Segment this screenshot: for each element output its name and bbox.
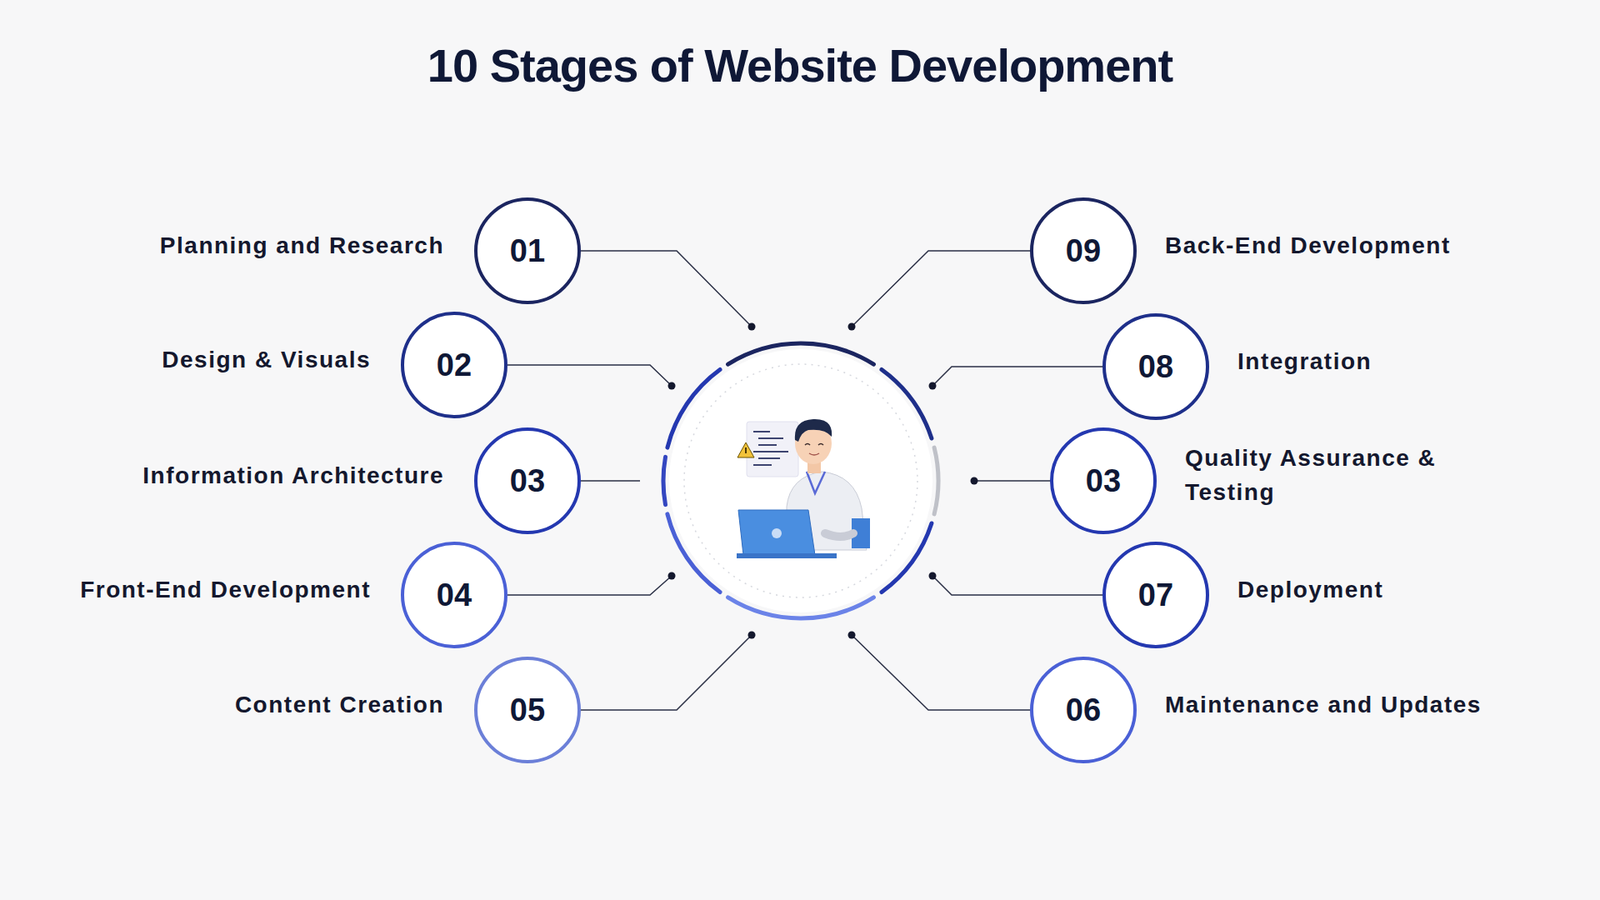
stage-circle: 05Content Creation (474, 656, 581, 764)
stage-circle: 01Planning and Research (474, 197, 581, 305)
stage-label: Quality Assurance & Testing (1185, 441, 1469, 510)
stage-number: 06 (1033, 660, 1134, 760)
leader-dots (668, 323, 979, 640)
developer-illustration (736, 419, 870, 559)
stage-circle: 08Integration (1102, 313, 1210, 420)
stage-number: 05 (477, 660, 578, 760)
title: 10 Stages of Website Development (0, 38, 1600, 93)
stage-label: Planning and Research (160, 229, 445, 264)
stage-circle: 03Information Architecture (474, 427, 581, 535)
stage-number: 07 (1105, 545, 1206, 645)
stage-number: 04 (404, 545, 505, 645)
center-ring (663, 343, 939, 619)
stage-label: Integration (1237, 345, 1372, 380)
stage-circle: 09Back-End Development (1030, 197, 1137, 305)
stage-number: 01 (477, 200, 578, 301)
center-disc (669, 349, 933, 613)
ring-arc (663, 456, 666, 505)
stage-number: 02 (404, 315, 505, 415)
stage-label: Content Creation (235, 688, 445, 723)
stage-circle: 07Deployment (1102, 541, 1210, 649)
stage-number: 08 (1105, 316, 1206, 417)
inner-dotted-ring (684, 364, 918, 598)
stage-number: 09 (1033, 200, 1134, 301)
stage-circle: 06Maintenance and Updates (1030, 656, 1137, 764)
stage-number: 03 (1053, 430, 1154, 531)
ring-arc (934, 447, 939, 515)
stage-label: Back-End Development (1165, 229, 1451, 264)
leader-lines (507, 250, 1103, 710)
stage-label: Maintenance and Updates (1165, 688, 1482, 723)
stage-circle: 04Front-End Development (400, 541, 508, 649)
stage-label: Front-End Development (80, 573, 371, 608)
stage-circle: 03Quality Assurance & Testing (1050, 427, 1157, 535)
stage-label: Deployment (1237, 573, 1384, 608)
stage-label: Information Architecture (142, 459, 445, 494)
stage-label: Design & Visuals (161, 343, 371, 378)
stage-number: 03 (477, 430, 578, 531)
stage-circle: 02Design & Visuals (400, 311, 508, 419)
